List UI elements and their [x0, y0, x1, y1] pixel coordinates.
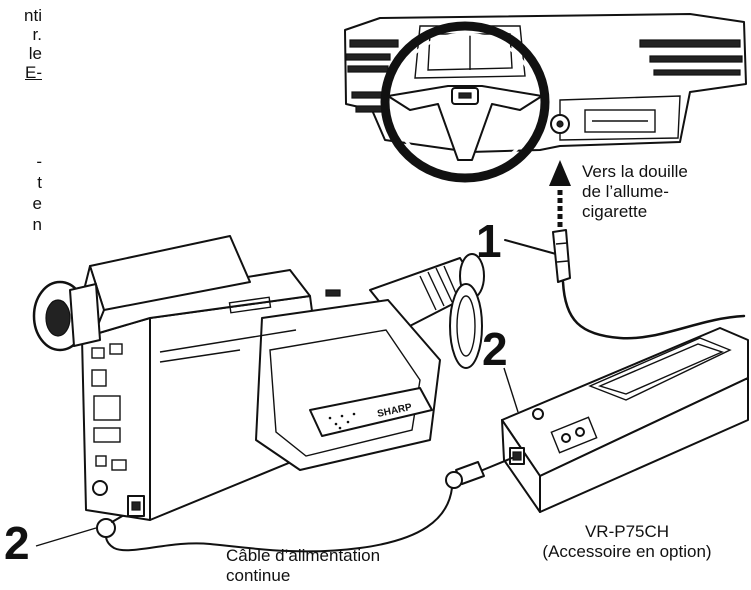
adapter-label: VR-P75CH (Accessoire en option)	[542, 522, 712, 561]
margin-fragment: nti	[24, 6, 42, 25]
car-dashboard	[344, 13, 747, 183]
lighter-socket-label: Vers la douille de l’allume- cigarette	[582, 162, 688, 221]
arrow-up-icon	[549, 160, 571, 230]
margin-fragment: r.	[32, 25, 42, 44]
cable-label: Câble d’alimentation continue	[226, 546, 381, 585]
camcorder: SHARP	[32, 235, 485, 521]
callout-2-adapter: 2	[482, 323, 508, 375]
margin-fragment: t	[37, 173, 42, 192]
margin-fragment: E-	[25, 63, 42, 82]
callout-line	[503, 367, 519, 413]
power-adapter	[501, 327, 749, 513]
margin-fragment: e	[32, 194, 42, 213]
callout-line	[35, 527, 97, 547]
dc-cable	[96, 457, 513, 553]
callout-1: 1	[476, 215, 502, 267]
margin-fragment: n	[32, 215, 42, 234]
margin-fragment: le	[28, 44, 42, 63]
callout-2-camera: 2	[4, 517, 30, 569]
margin-fragment: -	[36, 152, 42, 171]
lighter-plug	[504, 229, 746, 340]
